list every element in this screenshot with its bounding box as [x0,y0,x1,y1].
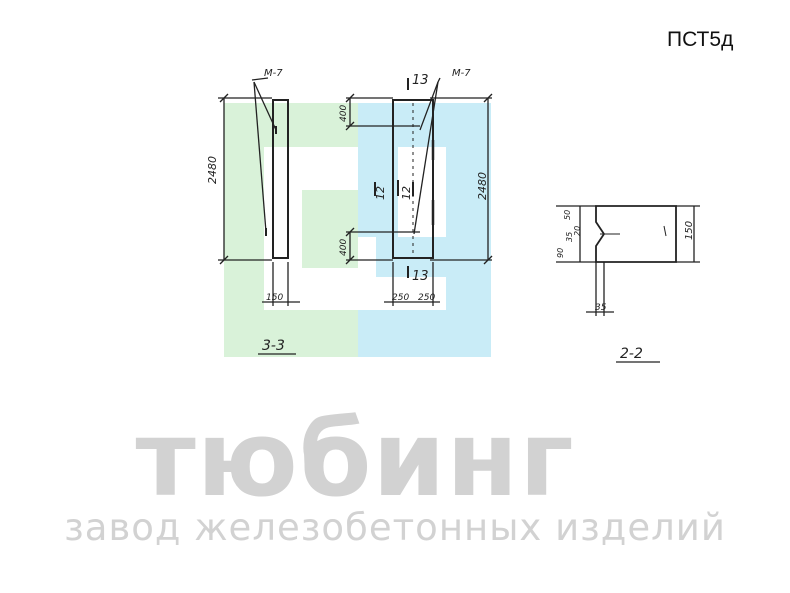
view-front-offset-bottom-label: 400 [339,239,349,256]
logo-blue-right [446,147,491,357]
section-22-dim-35: 35 [565,232,574,242]
section-22-dim-90: 90 [556,248,565,258]
logo-blue-top [358,103,491,147]
watermark-logo [224,103,491,357]
logo-green-left [224,147,264,357]
brand-tagline: завод железобетонных изделий [64,506,726,549]
view-33-body [272,99,289,259]
view-front-width-left-label: 250 [392,293,409,303]
brand-name: тюбинг [135,398,575,520]
logo-blue-left [358,147,398,237]
view-33-width-label: 150 [266,293,283,303]
section-22-label: 2-2 [620,346,643,362]
logo-blue-bottom [358,310,446,357]
product-code: ПСТ5д [667,28,734,51]
view-front-body [392,99,434,259]
view-front-height-label: 2480 [476,172,489,200]
logo-green-top [224,103,358,147]
section-22-dim-bottom: 35 [595,303,607,313]
section-22-dim-50: 50 [563,210,572,220]
view-front [345,77,493,306]
view-33 [218,77,300,306]
view-33-height-label: 2480 [206,156,219,184]
section-22-height-label: 150 [684,221,695,240]
section-22 [556,205,700,316]
logo-green-bottom [264,310,358,357]
view-front-section-12-right: 12 [400,186,413,200]
view-front-width-right-label: 250 [418,293,435,303]
view-front-mark-label: М-7 [452,68,471,79]
view-33-mark-label: М-7 [264,68,283,79]
logo-green-mid [302,190,358,268]
section-22-dim-20: 20 [573,226,582,236]
view-33-section-label: 3-3 [262,338,285,354]
section-22-profile [595,205,677,263]
view-front-section-13-top: 13 [412,73,429,88]
view-front-section-13-bottom: 13 [412,269,429,284]
view-front-section-12-left: 12 [374,186,387,200]
view-front-offset-top-label: 400 [339,105,349,122]
